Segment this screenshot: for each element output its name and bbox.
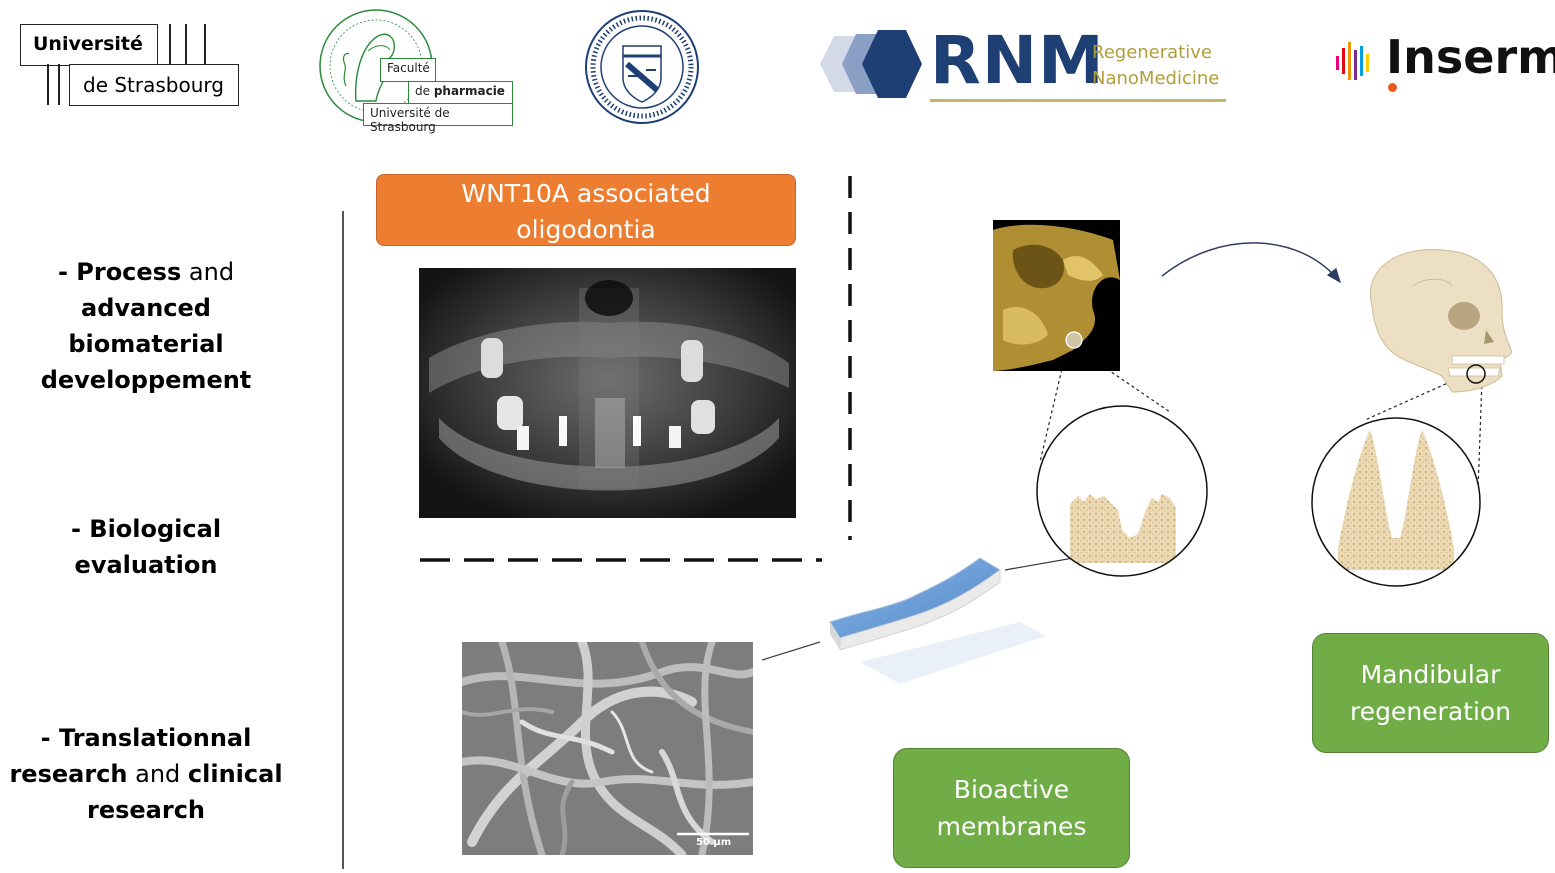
- process-line4: developpement: [40, 366, 252, 394]
- pharmacie-logo-box2: de pharmacie: [408, 81, 513, 104]
- unistra-logo-top-box: Université: [20, 24, 158, 66]
- bioactive-membranes-box: Bioactive membranes: [893, 748, 1130, 868]
- vertical-divider: [342, 211, 344, 869]
- ct-to-skull-arrow: [1161, 242, 1341, 284]
- rnm-hexagons-icon: [820, 30, 922, 98]
- unistra-logo-bottom-box: de Strasbourg: [69, 64, 239, 106]
- translational-clinical: clinical: [187, 760, 283, 788]
- membrane-bone-defect-zoom: [1036, 405, 1208, 577]
- oligodontia-line1: WNT10A associated: [461, 179, 711, 208]
- inserm-logo-text: Inserm: [1386, 30, 1555, 84]
- mandibular-regeneration-line2: regeneration: [1349, 697, 1512, 726]
- bioactive-membrane-icon: [829, 557, 1046, 684]
- biological-line1: - Biological: [70, 515, 222, 543]
- rnm-logo-rule: [930, 99, 1226, 102]
- pharmacie-logo-line2-prefix: de: [415, 84, 434, 98]
- sem-to-membrane-line: [761, 641, 821, 661]
- panoramic-xray-image: [419, 268, 796, 518]
- sem-fiber-image: 50 µm: [462, 642, 753, 855]
- mandible-regeneration-zoom: [1311, 417, 1481, 587]
- oligodontia-line2: oligodontia: [516, 215, 656, 244]
- process-and: and: [181, 258, 235, 286]
- rnm-logo-line2: NanoMedicine: [1092, 68, 1220, 89]
- process-dash: -: [57, 258, 77, 286]
- mandibular-regeneration-box: Mandibular regeneration: [1312, 633, 1549, 753]
- translational-and: and: [127, 760, 188, 788]
- rnm-logo-line1: Regenerative: [1092, 42, 1212, 63]
- pharmacie-logo-line3: Université de Strasbourg: [370, 106, 450, 134]
- bioactive-membranes-line1: Bioactive: [953, 775, 1070, 804]
- translational-line1: - Translationnal: [40, 724, 252, 752]
- rnm-logo-letters: RNM: [930, 22, 1105, 99]
- unistra-logo-line2: de Strasbourg: [83, 73, 224, 97]
- inserm-bars-icon: [1336, 42, 1369, 80]
- left-item-translational: - Translationnal research and clinical r…: [0, 720, 292, 828]
- unistra-logo-line1: Université: [33, 33, 143, 55]
- biological-line2: evaluation: [74, 551, 218, 579]
- oligodontia-label-box: WNT10A associated oligodontia: [376, 174, 796, 246]
- skull-icon: [1370, 248, 1513, 393]
- pharmacie-logo-line1: Faculté: [387, 61, 430, 75]
- bioactive-membranes-line2: membranes: [936, 812, 1087, 841]
- process-line3: biomaterial: [68, 330, 224, 358]
- process-bold: Process: [76, 258, 182, 286]
- skull-zoom-line-right: [1477, 379, 1483, 491]
- sem-scale-label: 50 µm: [696, 837, 732, 848]
- pharmacie-logo-line2-bold: pharmacie: [433, 84, 505, 98]
- translational-line3: research: [86, 796, 206, 824]
- left-item-biological: - Biological evaluation: [0, 511, 292, 583]
- pharmacie-logo-box3: Université de Strasbourg: [363, 103, 513, 134]
- mandibular-regeneration-line1: Mandibular: [1360, 660, 1501, 689]
- ct-scan-image: [993, 220, 1120, 371]
- translational-research: research: [9, 760, 128, 788]
- left-item-process: - Process and advanced biomaterial devel…: [0, 254, 292, 398]
- inserm-dot-icon: [1388, 83, 1397, 92]
- process-line2: advanced: [81, 294, 211, 322]
- dental-faculty-seal-icon: [585, 10, 699, 124]
